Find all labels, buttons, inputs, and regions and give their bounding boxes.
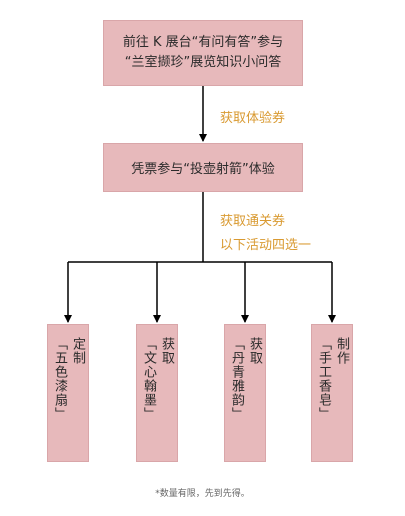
option-3-verb: 获取 xyxy=(247,337,262,365)
option-4-item: 「手工香皂」 xyxy=(316,337,331,421)
option-1-item: 「五色漆扇」 xyxy=(52,337,67,421)
arrow2-label-line2: 以下活动四选一 xyxy=(220,238,312,253)
option-box-4: 制作 「手工香皂」 xyxy=(311,324,353,462)
arrow2-label-line1: 获取通关券 xyxy=(220,214,286,229)
option-1-verb: 定制 xyxy=(70,337,85,365)
step1-box: 前往 K 展台“有问有答”参与 “兰室撷珍”展览知识小问答 xyxy=(103,20,303,86)
option-2-verb: 获取 xyxy=(159,337,174,365)
step2-text: 凭票参与“投壶射箭”体验 xyxy=(131,162,275,177)
arrow1-label: 获取体验券 xyxy=(220,111,286,126)
step1-line2: “兰室撷珍”展览知识小问答 xyxy=(124,55,282,70)
option-4-verb: 制作 xyxy=(334,337,349,365)
option-box-2: 获取 「文心翰墨」 xyxy=(136,324,178,462)
option-box-3: 获取 「丹青雅韵」 xyxy=(224,324,266,462)
option-box-1: 定制 「五色漆扇」 xyxy=(47,324,89,462)
step1-line1: 前往 K 展台“有问有答”参与 xyxy=(122,35,284,50)
step2-box: 凭票参与“投壶射箭”体验 xyxy=(103,143,303,192)
footnote: *数量有限，先到先得。 xyxy=(155,489,250,499)
option-2-item: 「文心翰墨」 xyxy=(141,337,156,421)
option-3-item: 「丹青雅韵」 xyxy=(229,337,244,421)
